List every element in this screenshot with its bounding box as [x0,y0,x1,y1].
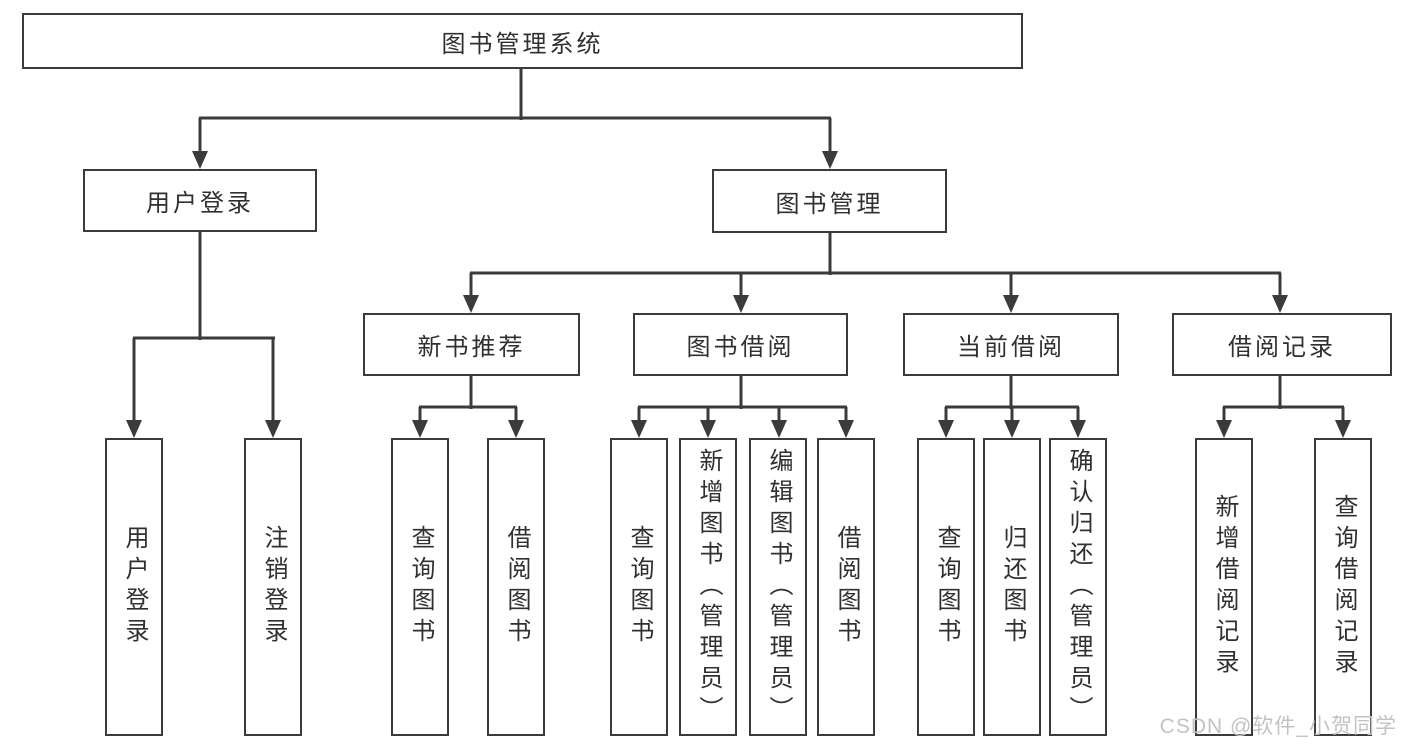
node-current-borrow: 当前借阅 [903,313,1119,376]
arrowheads [126,151,1351,438]
leaf-current-query-book-label: 查询图书 [933,525,960,649]
leaf-recommend-query-book: 查询图书 [391,438,449,736]
leaf-recommend-borrow-book-label: 借阅图书 [503,525,530,649]
leaf-recommend-query-book-label: 查询图书 [407,525,434,649]
leaf-edit-book-admin-label: 编辑图书（管理员） [765,447,792,727]
leaf-return-book-label: 归还图书 [999,525,1026,649]
leaf-borrow-book-label: 借阅图书 [833,525,860,649]
leaf-query-borrow-record: 查询借阅记录 [1314,438,1372,736]
leaf-add-book-admin-label: 新增图书（管理员） [695,447,722,727]
leaf-recommend-borrow-book: 借阅图书 [487,438,545,736]
node-root: 图书管理系统 [22,13,1023,69]
node-current-borrow-label: 当前借阅 [957,334,1065,361]
node-book-borrow-label: 图书借阅 [686,334,795,361]
leaf-add-borrow-record-label: 新增借阅记录 [1211,494,1238,680]
leaf-current-query-book: 查询图书 [917,438,975,736]
leaf-logout: 注销登录 [244,438,302,736]
leaf-return-book: 归还图书 [983,438,1041,736]
leaf-confirm-return-admin: 确认归还（管理员） [1049,438,1107,736]
node-user-login: 用户登录 [83,169,317,232]
node-borrow-record: 借阅记录 [1172,313,1392,376]
leaf-edit-book-admin: 编辑图书（管理员） [749,438,807,736]
node-book-borrow: 图书借阅 [633,313,848,376]
node-book-management: 图书管理 [712,169,947,233]
node-book-management-label: 图书管理 [775,190,884,218]
leaf-borrow-query-book-label: 查询图书 [626,525,653,649]
leaf-user-login-label: 用户登录 [121,525,148,649]
node-new-book-recommend-label: 新书推荐 [417,334,526,361]
leaf-user-login: 用户登录 [105,438,163,736]
leaf-logout-label: 注销登录 [260,525,287,649]
leaf-borrow-query-book: 查询图书 [610,438,668,736]
leaf-borrow-book: 借阅图书 [817,438,875,736]
leaf-confirm-return-admin-label: 确认归还（管理员） [1065,447,1092,727]
leaf-add-book-admin: 新增图书（管理员） [679,438,737,736]
csdn-watermark: CSDN @软件_小贺同学 [1159,715,1397,738]
leaf-query-borrow-record-label: 查询借阅记录 [1330,494,1357,680]
leaf-add-borrow-record: 新增借阅记录 [1195,438,1253,736]
node-root-label: 图书管理系统 [441,30,604,58]
node-user-login-label: 用户登录 [146,190,254,217]
node-new-book-recommend: 新书推荐 [363,313,580,376]
node-borrow-record-label: 借阅记录 [1228,334,1336,361]
